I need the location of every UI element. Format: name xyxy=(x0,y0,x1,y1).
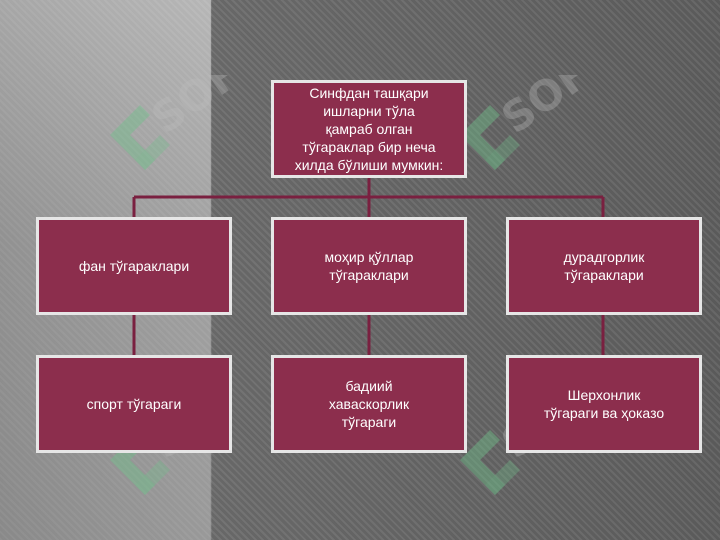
node-carpentry-clubs: дурадгорлик тўгараклари xyxy=(506,217,702,315)
root-node: Синфдан ташқари ишларни тўла қамраб олга… xyxy=(271,80,467,178)
node-art-amateur-club: бадиий хаваскорлик тўгараги xyxy=(271,355,467,453)
node-skilled-hands-clubs: моҳир қўллар тўгараклари xyxy=(271,217,467,315)
node-sport-club: спорт тўгараги xyxy=(36,355,232,453)
node-reading-club: Шерхонлик тўгараги ва ҳоказо xyxy=(506,355,702,453)
node-science-clubs: фан тўгараклари xyxy=(36,217,232,315)
